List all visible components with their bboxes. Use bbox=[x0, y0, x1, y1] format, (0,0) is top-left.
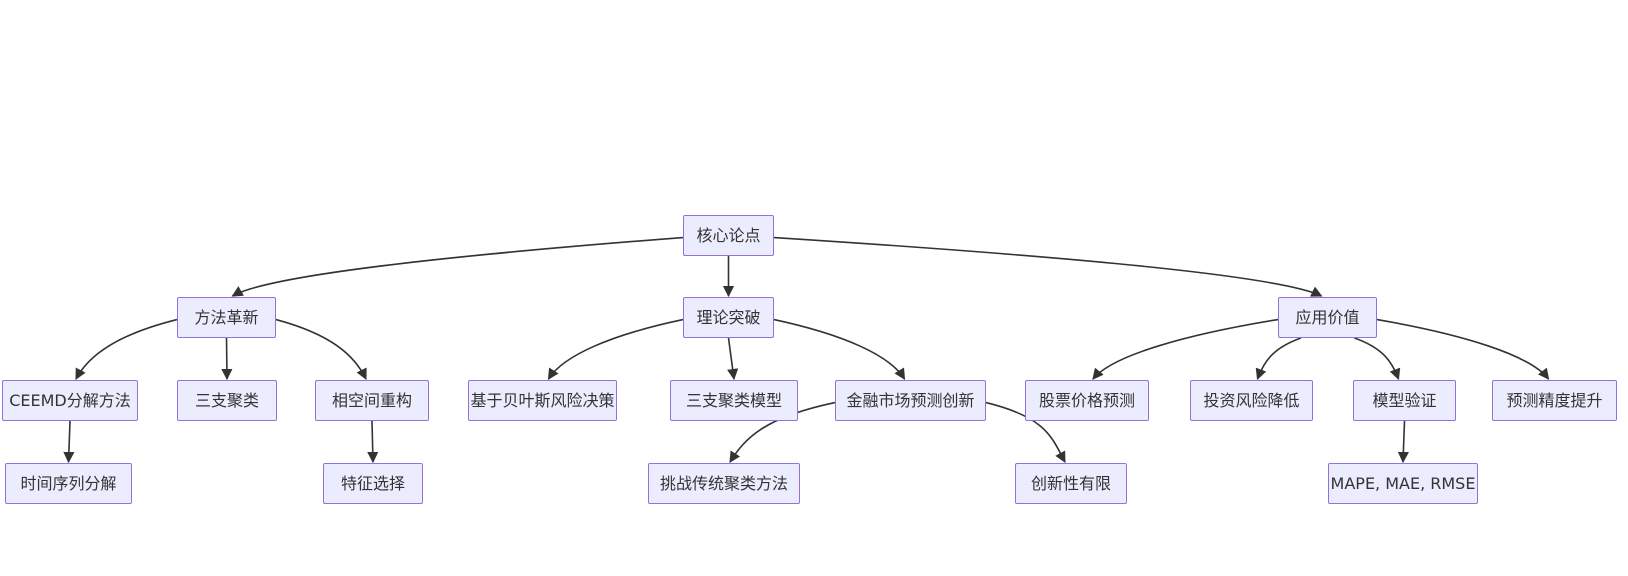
node-label: 投资风险降低 bbox=[1203, 390, 1300, 410]
node-stock-prediction: 股票价格预测 bbox=[1025, 380, 1149, 421]
node-method: 方法革新 bbox=[177, 297, 276, 338]
edge-application-to-risk-reduction bbox=[1255, 337, 1302, 381]
edge-theory-to-finance-innovation bbox=[773, 318, 906, 380]
node-label: 预测精度提升 bbox=[1506, 390, 1603, 410]
node-finance-innovation: 金融市场预测创新 bbox=[835, 380, 986, 421]
node-label: CEEMD分解方法 bbox=[9, 390, 131, 410]
node-application: 应用价值 bbox=[1278, 297, 1377, 338]
node-label: 时间序列分解 bbox=[20, 473, 117, 493]
node-model-validation: 模型验证 bbox=[1353, 380, 1456, 421]
node-core: 核心论点 bbox=[683, 215, 774, 256]
edge-application-to-stock-prediction bbox=[1092, 318, 1279, 380]
node-label: 核心论点 bbox=[696, 225, 761, 245]
node-feature-selection: 特征选择 bbox=[323, 463, 423, 504]
node-theory: 理论突破 bbox=[683, 297, 774, 338]
node-label: 挑战传统聚类方法 bbox=[659, 473, 788, 493]
node-label: 方法革新 bbox=[194, 307, 259, 327]
edge-core-to-method bbox=[231, 236, 684, 297]
node-challenge-clustering: 挑战传统聚类方法 bbox=[648, 463, 800, 504]
node-label: 应用价值 bbox=[1295, 307, 1360, 327]
node-risk-reduction: 投资风险降低 bbox=[1190, 380, 1313, 421]
node-limited-novelty: 创新性有限 bbox=[1015, 463, 1127, 504]
edge-method-to-three-way bbox=[221, 337, 233, 381]
edge-phase-space-to-feature-selection bbox=[367, 420, 379, 464]
node-accuracy: 预测精度提升 bbox=[1492, 380, 1617, 421]
edge-application-to-accuracy bbox=[1376, 318, 1550, 380]
node-three-way-model: 三支聚类模型 bbox=[670, 380, 798, 421]
edge-theory-to-bayes bbox=[547, 318, 684, 380]
edge-method-to-phase-space bbox=[275, 318, 367, 381]
node-bayes: 基于贝叶斯风险决策 bbox=[468, 380, 617, 421]
node-label: 三支聚类 bbox=[194, 390, 259, 410]
node-three-way: 三支聚类 bbox=[177, 380, 277, 421]
node-ceemd: CEEMD分解方法 bbox=[2, 380, 138, 421]
edge-method-to-ceemd bbox=[75, 318, 178, 380]
edge-model-validation-to-metrics bbox=[1397, 420, 1409, 464]
edge-finance-innovation-to-challenge-clustering bbox=[729, 401, 836, 463]
node-label: 相空间重构 bbox=[331, 390, 412, 410]
node-label: 基于贝叶斯风险决策 bbox=[470, 390, 615, 410]
node-metrics: MAPE, MAE, RMSE bbox=[1328, 463, 1478, 504]
edge-ceemd-to-ts-decomposition bbox=[63, 420, 75, 464]
edge-core-to-application bbox=[773, 236, 1323, 297]
node-label: 创新性有限 bbox=[1030, 473, 1111, 493]
node-label: 金融市场预测创新 bbox=[846, 390, 975, 410]
node-label: 股票价格预测 bbox=[1038, 390, 1135, 410]
edge-finance-innovation-to-limited-novelty bbox=[985, 401, 1066, 463]
node-label: 特征选择 bbox=[340, 473, 405, 493]
edge-theory-to-three-way-model bbox=[727, 337, 739, 381]
node-label: MAPE, MAE, RMSE bbox=[1330, 473, 1476, 493]
node-label: 理论突破 bbox=[696, 307, 761, 327]
node-label: 三支聚类模型 bbox=[685, 390, 782, 410]
node-phase-space: 相空间重构 bbox=[315, 380, 429, 421]
node-label: 模型验证 bbox=[1372, 390, 1437, 410]
edge-application-to-model-validation bbox=[1354, 337, 1401, 381]
node-ts-decomposition: 时间序列分解 bbox=[5, 463, 132, 504]
